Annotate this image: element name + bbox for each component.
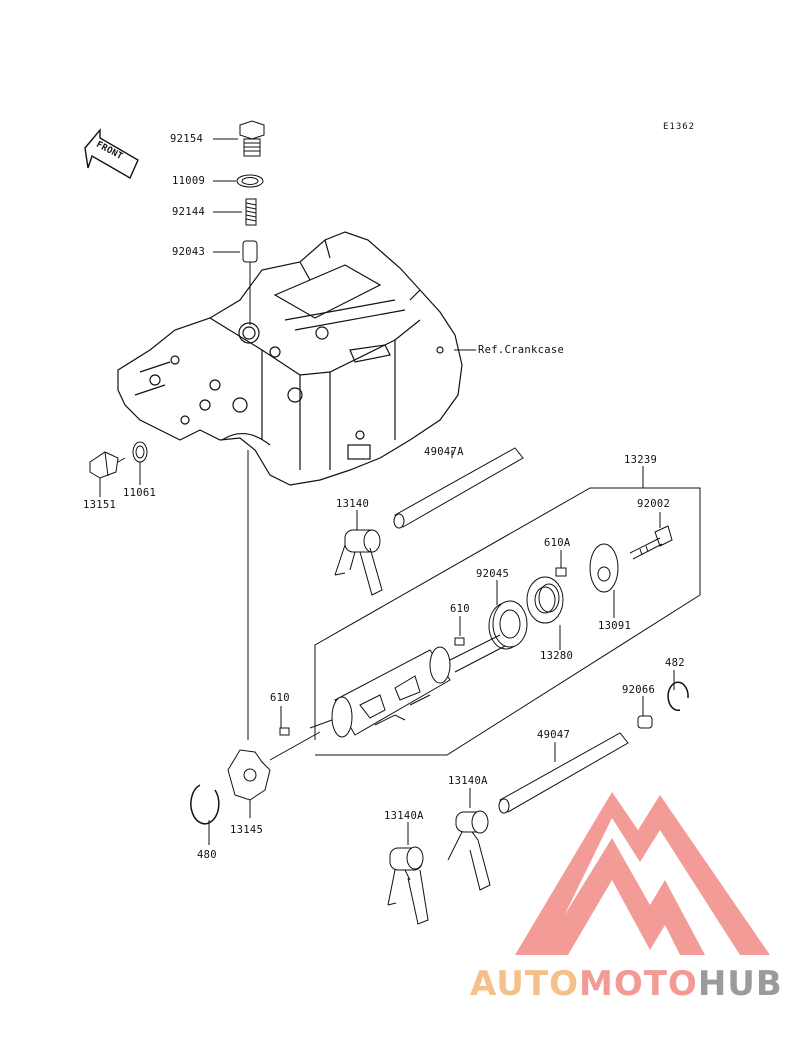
bolt-92002 (629, 525, 673, 560)
label-11009: 11009 (172, 175, 206, 187)
shaft-49047 (498, 732, 629, 814)
neutral-switch-13151 (89, 451, 126, 479)
spring-92144 (245, 198, 257, 226)
label-13140A-right: 13140A (448, 775, 488, 787)
label-480: 480 (197, 849, 217, 861)
shift-fork-13140 (334, 529, 383, 596)
label-92043: 92043 (172, 246, 206, 258)
shift-drum (309, 634, 506, 738)
plug-bolt-92154 (239, 120, 265, 157)
label-13140: 13140 (336, 498, 370, 510)
drum-cam-13280 (526, 576, 564, 624)
label-13140A-left: 13140A (384, 810, 424, 822)
drawing-code: E1362 (663, 122, 696, 132)
label-92154: 92154 (170, 133, 204, 145)
label-610-mid: 610 (450, 603, 470, 615)
shaft-49047A (393, 447, 524, 529)
label-13091: 13091 (598, 620, 632, 632)
label-92066: 92066 (622, 684, 656, 696)
shift-fork-13140A-left (387, 846, 429, 925)
watermark-moto: MOTO (578, 964, 698, 1004)
label-11061: 11061 (123, 487, 157, 499)
label-13280: 13280 (540, 650, 574, 662)
watermark-auto: AUTO (470, 964, 579, 1004)
label-482: 482 (665, 657, 685, 669)
ref-crankcase-label: Ref.Crankcase (478, 344, 565, 356)
watermark-text: AUTOMOTOHUB (470, 964, 783, 1004)
label-92045: 92045 (476, 568, 510, 580)
shift-fork-13140A-right (447, 810, 491, 891)
label-13145: 13145 (230, 824, 264, 836)
label-49047: 49047 (537, 729, 571, 741)
watermark-hub: HUB (697, 964, 783, 1004)
label-92002: 92002 (637, 498, 671, 510)
label-610-left: 610 (270, 692, 290, 704)
drum-pin-plate-13145 (227, 749, 271, 801)
label-13239: 13239 (624, 454, 658, 466)
bearing-92045 (488, 600, 528, 650)
crankcase-ref (117, 231, 463, 486)
label-92144: 92144 (172, 206, 206, 218)
watermark-logo (515, 792, 770, 955)
label-610A: 610A (544, 537, 571, 549)
label-49047A: 49047A (424, 446, 464, 458)
front-arrow-icon (84, 128, 139, 179)
label-13151: 13151 (83, 499, 117, 511)
